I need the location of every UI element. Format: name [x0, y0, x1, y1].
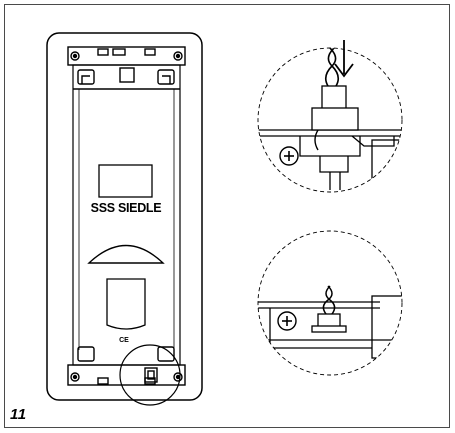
brand-label: SSS SIEDLE	[91, 201, 162, 215]
figure-number: 11	[10, 406, 27, 423]
detail-marker-circle	[119, 344, 181, 406]
screw-icon	[277, 311, 297, 331]
down-arrow-icon	[334, 40, 354, 78]
detail-bottom	[257, 230, 403, 376]
back-plate	[46, 32, 203, 401]
screw-icon	[279, 146, 299, 166]
detail-top	[257, 40, 403, 193]
ce-mark: CE	[119, 337, 129, 344]
